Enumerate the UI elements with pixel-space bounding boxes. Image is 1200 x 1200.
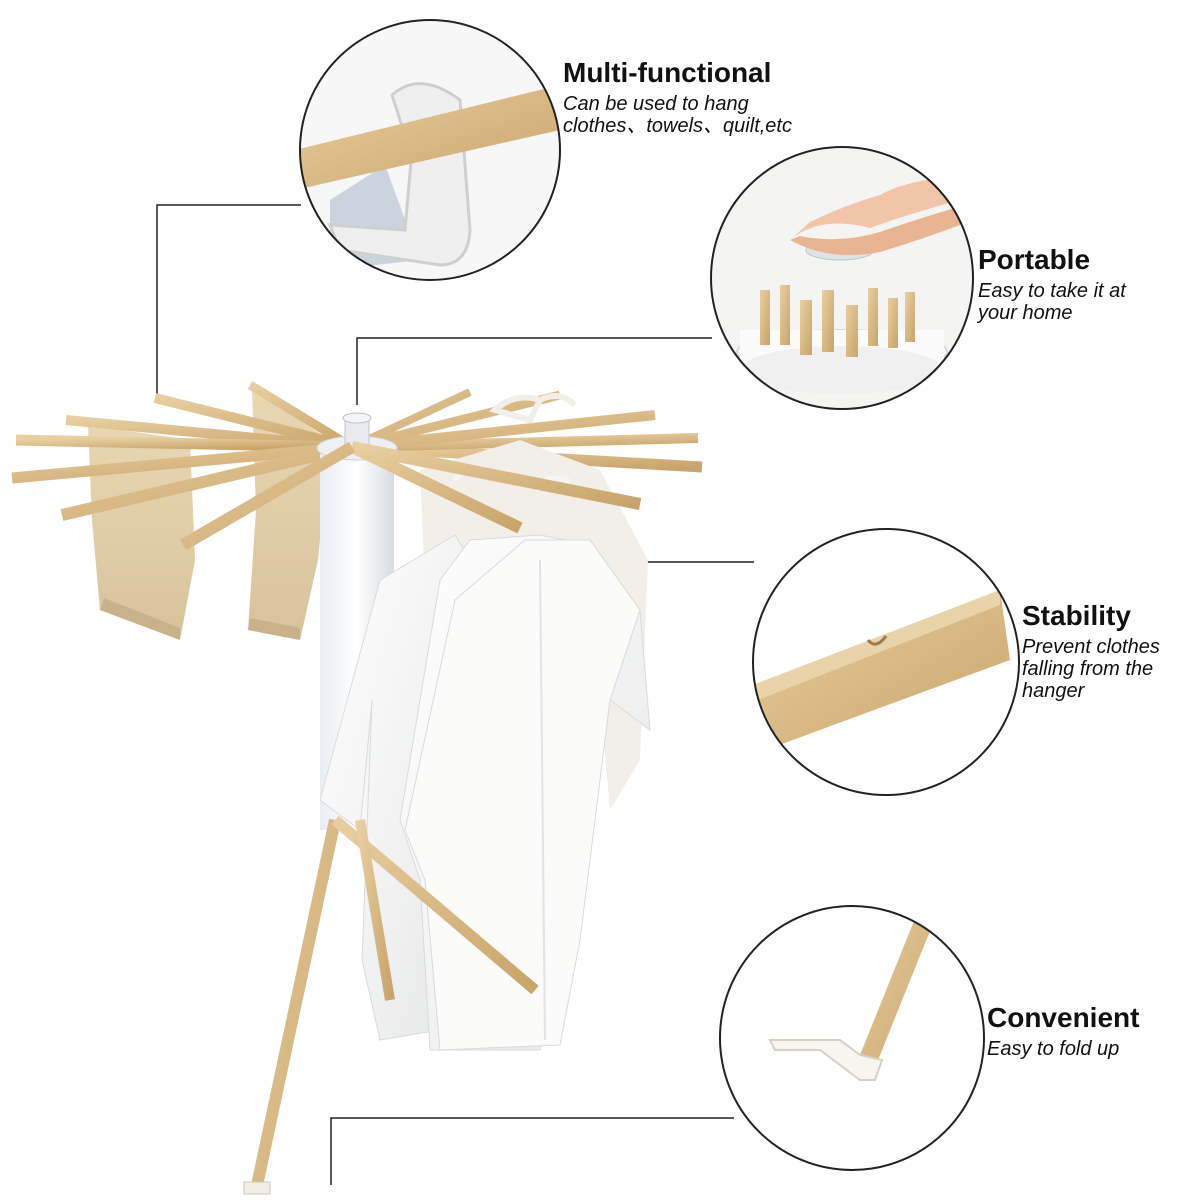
callout-circle-portable — [710, 146, 974, 410]
callout-circle-stability — [752, 528, 1020, 796]
rack-arms-front — [179, 441, 642, 551]
callout-circle-multi-functional — [299, 19, 561, 281]
feature-description: Prevent clothes falling from the hanger — [1022, 636, 1160, 702]
connector-convenient — [330, 1117, 734, 1185]
rack-legs — [243, 815, 539, 1195]
connector-multi — [156, 204, 301, 398]
callout-circle-convenient — [719, 905, 985, 1171]
feature-title: Convenient — [987, 1002, 1140, 1033]
feature-description: Easy to take it at your home — [978, 280, 1126, 324]
feature-title: Portable — [978, 244, 1091, 275]
feature-portable: Portable Easy to take it at your home — [978, 244, 1188, 324]
feature-convenient: Convenient Easy to fold up — [987, 1002, 1187, 1060]
feature-title: Stability — [1022, 600, 1131, 631]
feature-multi-functional: Multi-functional Can be used to hang clo… — [563, 57, 883, 137]
feature-title: Multi-functional — [563, 57, 772, 88]
feature-stability: Stability Prevent clothes falling from t… — [1022, 600, 1200, 702]
connector-portable — [356, 337, 712, 405]
feature-description: Can be used to hang clothes、towels、quilt… — [563, 93, 792, 137]
feature-description: Easy to fold up — [987, 1038, 1120, 1060]
